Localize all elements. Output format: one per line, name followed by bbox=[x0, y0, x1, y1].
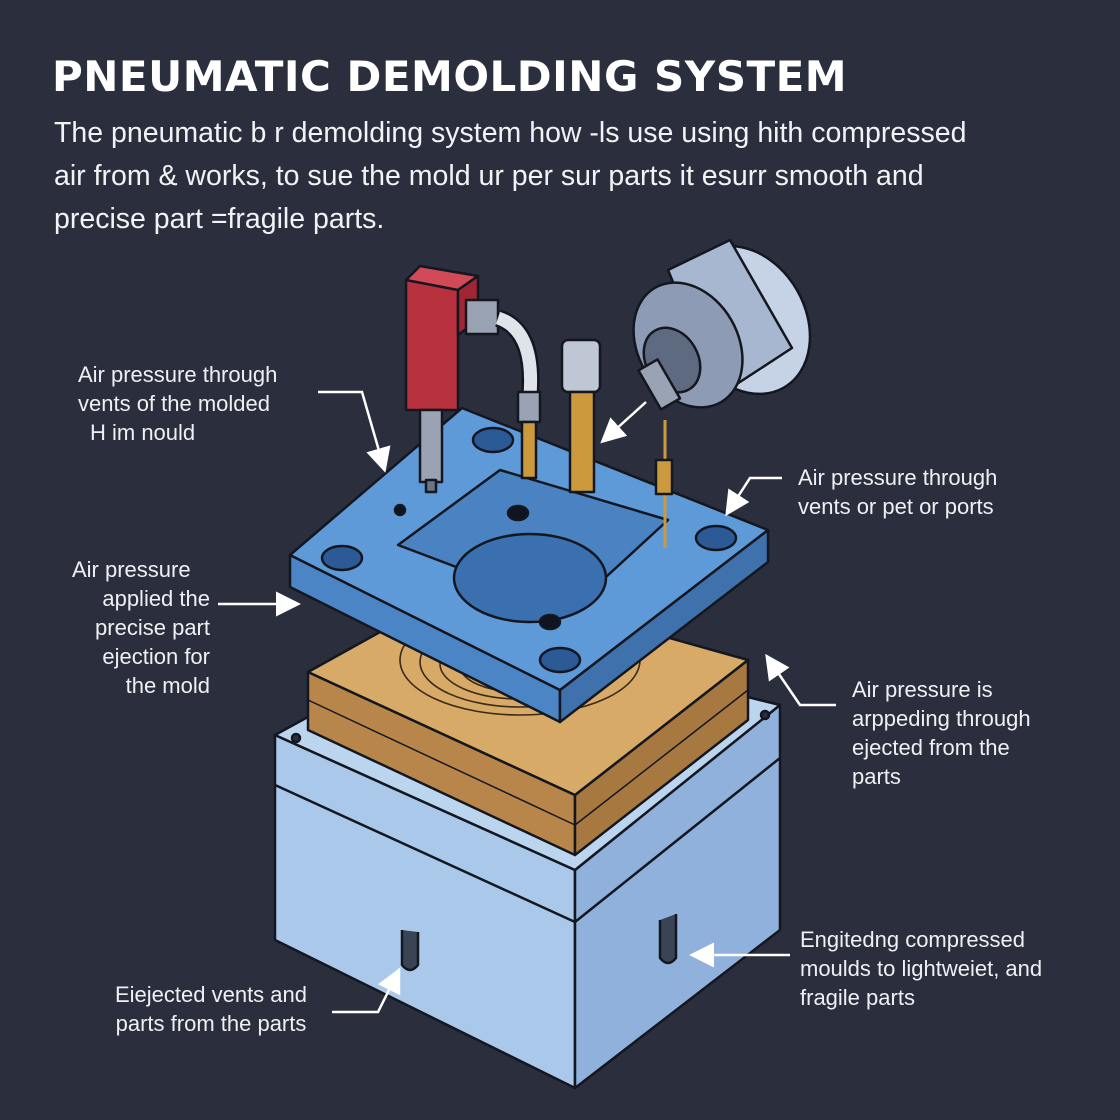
callout-line: precise part bbox=[95, 615, 210, 640]
callout-line: Air pressure is bbox=[852, 677, 993, 702]
callout-line: the mold bbox=[125, 673, 210, 698]
arrow-mid-right bbox=[765, 653, 836, 707]
callout-bottom-left: Eiejected vents and parts from the parts bbox=[100, 980, 322, 1038]
arrow-top-left bbox=[318, 390, 391, 473]
callout-arrows bbox=[218, 390, 836, 1014]
arrow-top-right bbox=[725, 476, 782, 517]
intro-line: air from & works, to sue the mold ur per… bbox=[54, 160, 924, 192]
pneumatic-cylinder bbox=[632, 238, 812, 548]
callout-line: Engitedng compressed bbox=[800, 927, 1026, 952]
page-title: PNEUMATIC DEMOLDING SYSTEM bbox=[52, 52, 848, 101]
brass-pin bbox=[560, 338, 602, 494]
red-valve bbox=[404, 264, 500, 494]
callout-line: moulds to lightweiet, and bbox=[800, 956, 1043, 981]
ejector-plate bbox=[288, 406, 770, 724]
callout-line: ejected from the bbox=[852, 735, 1010, 760]
callout-mid-left: Air pressure applied the precise part ej… bbox=[40, 555, 210, 700]
callout-mid-right: Air pressure is arppeding through ejecte… bbox=[852, 675, 1031, 791]
hose-fitting bbox=[494, 309, 542, 480]
callout-line: Air pressure through bbox=[78, 362, 278, 387]
callout-line: arppeding through bbox=[852, 706, 1031, 731]
callout-line: H im nould bbox=[90, 420, 196, 445]
callout-line: parts from the parts bbox=[115, 1011, 307, 1036]
intro-line: precise part =fragile parts. bbox=[54, 203, 385, 235]
callout-line: vents of the molded bbox=[78, 391, 271, 416]
callout-line: parts bbox=[852, 764, 901, 789]
arrow-cylinder bbox=[600, 401, 647, 444]
callout-top-left: Air pressure through vents of the molded… bbox=[78, 360, 277, 447]
callout-line: Air pressure through bbox=[798, 465, 998, 490]
callout-line: fragile parts bbox=[800, 985, 915, 1010]
intro-paragraph: The pneumatic b r demolding system how ‑… bbox=[54, 112, 1074, 241]
intro-line: The pneumatic b r demolding system how ‑… bbox=[54, 117, 967, 149]
callout-line: ejection for bbox=[102, 644, 210, 669]
callout-top-right: Air pressure through vents or pet or por… bbox=[798, 463, 997, 521]
callout-line: vents or pet or ports bbox=[798, 494, 994, 519]
callout-line: Eiejected vents and bbox=[114, 982, 308, 1007]
callout-line: Air pressure bbox=[72, 557, 191, 582]
arrow-bottom-left bbox=[332, 967, 401, 1014]
callout-bottom-right: Engitedng compressed moulds to lightweie… bbox=[800, 925, 1042, 1012]
callout-line: applied the bbox=[102, 586, 210, 611]
